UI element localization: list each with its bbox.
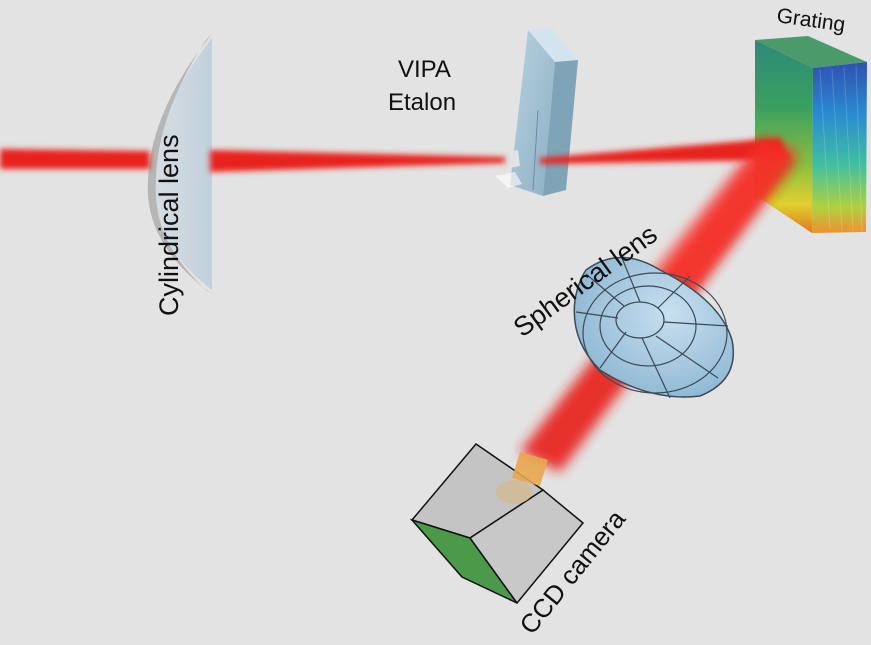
label-cylindrical-lens: Cylindrical lens: [154, 134, 184, 316]
ccd-camera: [409, 442, 585, 605]
vipa-etalon: [495, 28, 578, 196]
label-vipa: VIPA: [398, 56, 451, 83]
spherical-lens: [573, 256, 734, 399]
cylindrical-lens: [147, 34, 212, 294]
camera-lens-barrel: [496, 452, 548, 504]
grating: [755, 36, 867, 233]
label-grating: Grating: [775, 4, 846, 36]
label-etalon: Etalon: [388, 89, 456, 116]
laser-beam-input: [0, 138, 790, 172]
